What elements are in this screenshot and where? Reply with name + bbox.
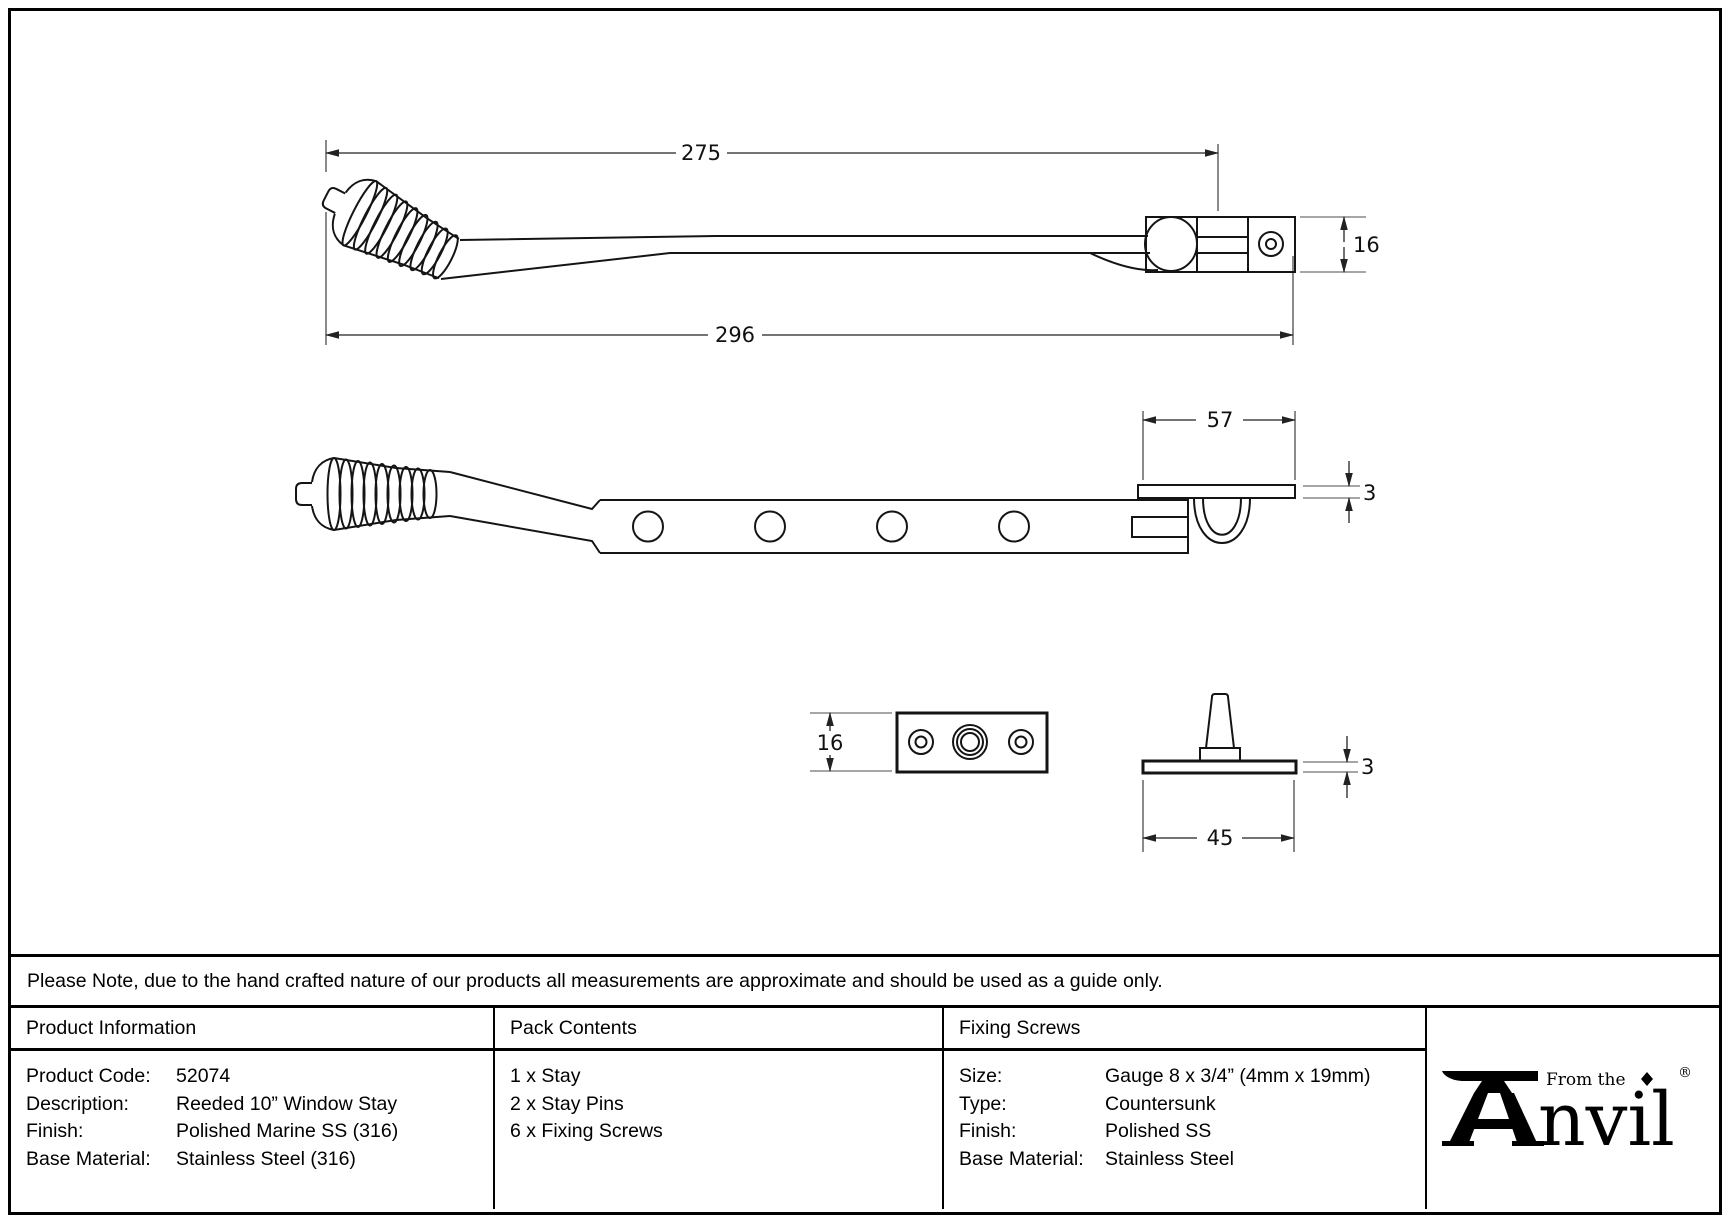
row-value: Polished SS [1105,1120,1212,1143]
disclaimer-text: Please Note, due to the hand crafted nat… [27,969,1163,992]
list-item: 6 x Fixing Screws [510,1120,663,1143]
diamond-icon [1641,1071,1653,1086]
table-row: Size: Gauge 8 x 3/4” (4mm x 19mm) [959,1063,1425,1091]
row-label: Type: [959,1092,1007,1115]
pack-contents-header: Pack Contents [495,1008,942,1051]
product-information-header: Product Information [11,1008,493,1051]
row-value: Reeded 10” Window Stay [176,1092,398,1115]
row-label: Product Code: [26,1065,151,1087]
dim-296: 296 [715,323,755,347]
brand-logo: From the nvil ® [1427,1008,1719,1209]
table-row: Base Material: Stainless Steel [959,1146,1425,1174]
dim-3-keep: 3 [1363,481,1376,505]
dim-3-pin: 3 [1361,755,1374,779]
keep-plate-front-view: 16 [810,711,1049,774]
dim-45: 45 [1207,826,1234,850]
row-label: Finish: [26,1120,84,1143]
measurement-disclaimer: Please Note, due to the hand crafted nat… [11,954,1719,1008]
row-label: Base Material: [26,1147,151,1170]
anvil-icon [1442,1070,1544,1146]
list-item: 1 x Stay [510,1065,581,1087]
table-row: Finish: Polished Marine SS (316) [26,1118,493,1146]
row-label: Size: [959,1065,1003,1087]
table-row: Description: Reeded 10” Window Stay [26,1091,493,1119]
table-row: Type: Countersunk [959,1091,1425,1119]
row-label: Base Material: [959,1147,1084,1170]
row-value: Polished Marine SS (316) [176,1120,399,1143]
row-value: Stainless Steel (316) [176,1147,356,1170]
row-value: Gauge 8 x 3/4” (4mm x 19mm) [1105,1065,1371,1087]
logo-brand-text: nvil [1538,1077,1675,1159]
row-label: Finish: [959,1120,1017,1143]
spec-table: Product Information Product Code: 52074 … [11,1008,1719,1209]
table-row: Product Code: 52074 [26,1063,493,1091]
product-information-column: Product Information Product Code: 52074 … [11,1008,495,1209]
pack-contents-column: Pack Contents 1 x Stay 2 x Stay Pins 6 x… [495,1008,944,1209]
row-value: Countersunk [1105,1092,1216,1115]
registered-mark: ® [1678,1065,1692,1081]
row-label: Description: [26,1092,129,1115]
stay-pin-side-view: 3 45 [1141,693,1374,852]
fixing-screws-column: Fixing Screws Size: Gauge 8 x 3/4” (4mm … [944,1008,1427,1209]
dim-16-plate: 16 [817,731,844,755]
dim-275: 275 [681,141,721,165]
logo-prefix: From the [1546,1070,1626,1090]
dim-57: 57 [1207,408,1234,432]
table-row: Base Material: Stainless Steel (316) [26,1146,493,1174]
row-value: 52074 [176,1065,231,1087]
stay-side-view: 275 296 [321,140,1380,347]
technical-drawing: 275 296 [295,140,1380,852]
list-item: 2 x Stay Pins [510,1092,624,1115]
fixing-screws-header: Fixing Screws [944,1008,1425,1051]
dim-16-bracket: 16 [1353,233,1380,257]
table-row: Finish: Polished SS [959,1118,1425,1146]
row-value: Stainless Steel [1105,1147,1234,1170]
stay-plan-view: 57 3 [295,408,1376,554]
